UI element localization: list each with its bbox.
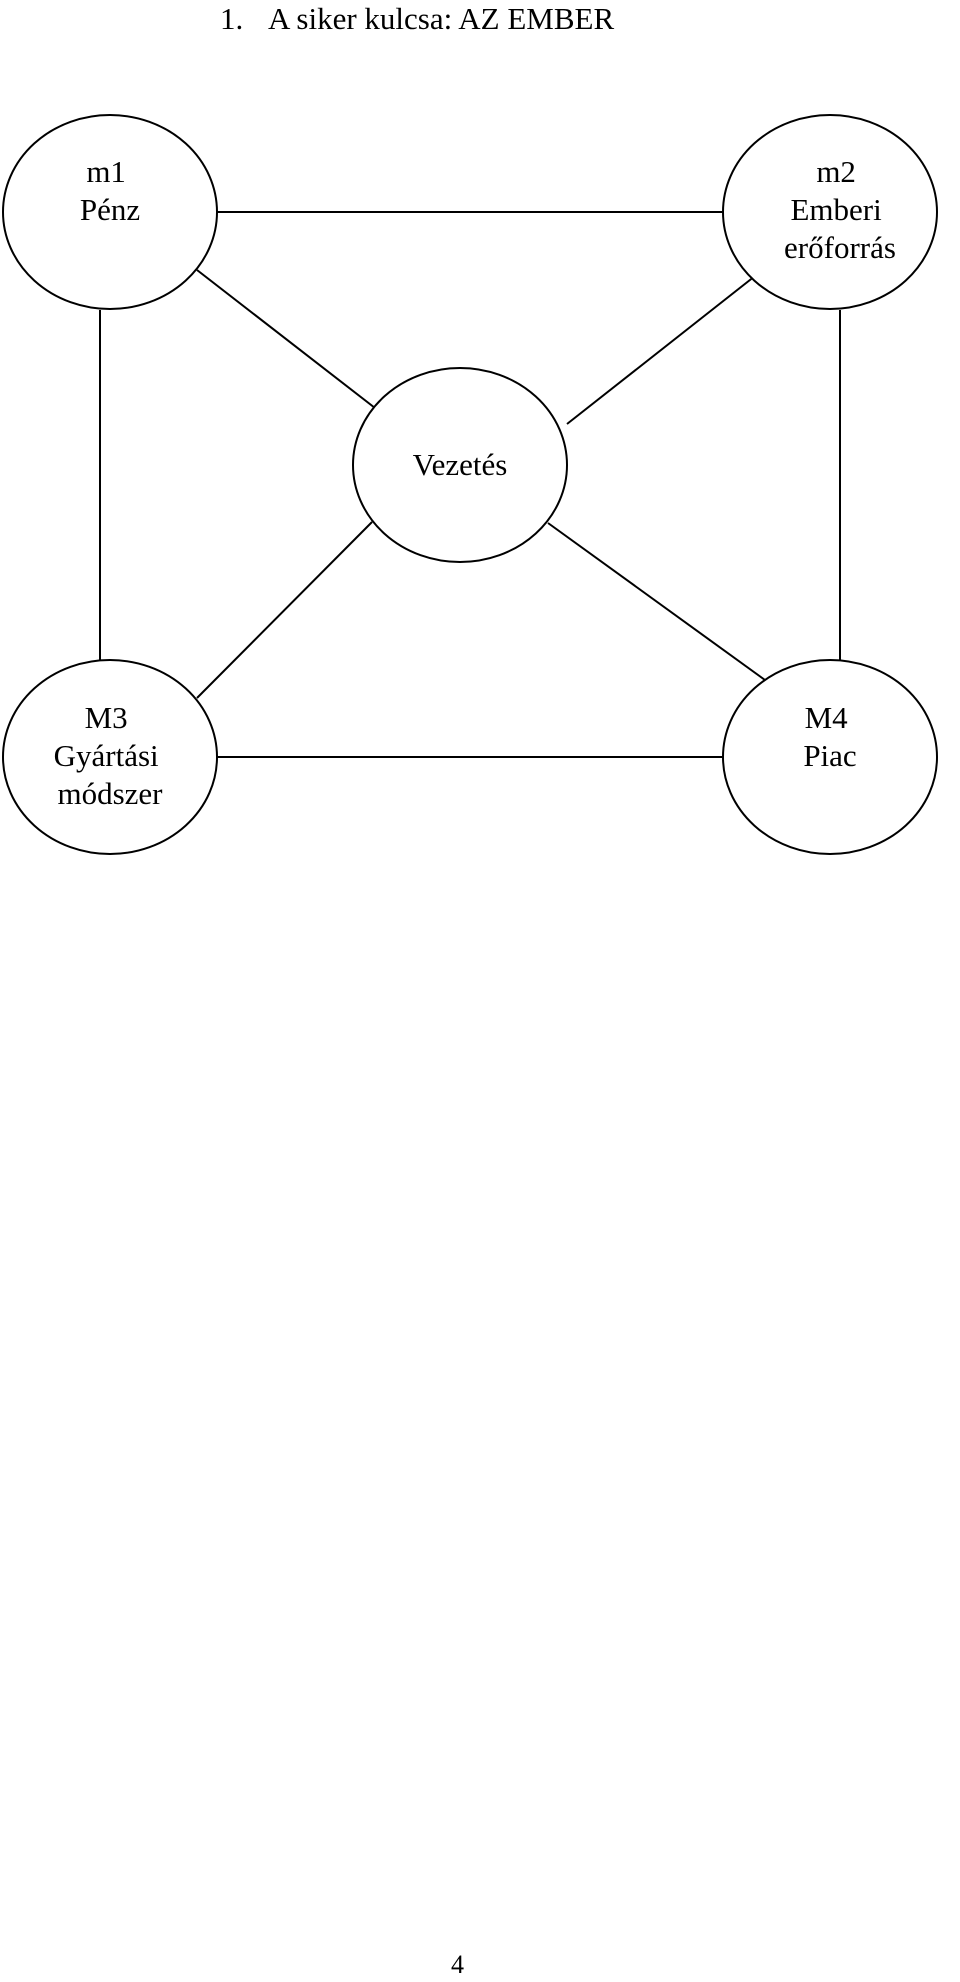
node-m3-code: M3 bbox=[85, 700, 128, 735]
svg-text:m1 Pénz: m1 Pénz bbox=[80, 154, 140, 227]
node-m4-circle bbox=[722, 659, 938, 855]
section-number: 1. bbox=[220, 1, 244, 36]
node-m1-circle bbox=[2, 114, 218, 310]
node-m2-label-line2: erőforrás bbox=[784, 230, 896, 265]
diagram-edges bbox=[99, 211, 841, 758]
node-center: Vezetés bbox=[352, 367, 568, 563]
node-m4: M4 Piac bbox=[722, 659, 938, 855]
node-m4-code: M4 bbox=[805, 700, 849, 735]
node-m3-circle bbox=[2, 659, 218, 855]
svg-text:M4 Piac: M4 Piac bbox=[803, 700, 856, 773]
node-m1-label: Pénz bbox=[80, 192, 140, 227]
page-number: 4 bbox=[451, 1950, 464, 1979]
node-m2-code: m2 bbox=[816, 154, 856, 189]
node-m2-label-line1: Emberi bbox=[791, 192, 883, 227]
edge-m1-center bbox=[196, 269, 376, 409]
edge-m4-center bbox=[547, 522, 766, 681]
node-center-circle bbox=[352, 367, 568, 563]
node-m1-code: m1 bbox=[86, 154, 126, 189]
svg-text:Vezetés: Vezetés bbox=[413, 447, 508, 482]
node-center-label: Vezetés bbox=[413, 447, 508, 482]
section-heading: 1. A siker kulcsa: AZ EMBER bbox=[220, 2, 614, 36]
svg-text:m2 Emberi erőforrá: m2 Emberi erőforrás bbox=[784, 154, 896, 265]
node-m2-circle bbox=[722, 114, 938, 310]
node-m3-label-line2: módszer bbox=[57, 776, 163, 811]
node-m2: m2 Emberi erőforrás bbox=[722, 114, 938, 310]
edge-m2-center bbox=[566, 275, 756, 425]
edge-m3-center bbox=[196, 521, 373, 699]
node-m3: M3 Gyártási módszer bbox=[2, 659, 218, 855]
node-m3-label-line1: Gyártási bbox=[54, 738, 159, 773]
network-diagram: m1 Pénz m2 Emberi erőforrás Vezetés M3 G… bbox=[2, 114, 938, 855]
section-title: A siker kulcsa: AZ EMBER bbox=[268, 1, 615, 36]
node-m1: m1 Pénz bbox=[2, 114, 218, 310]
svg-text:M3 Gyártási módsze: M3 Gyártási módszer bbox=[54, 700, 167, 811]
node-m4-label: Piac bbox=[803, 738, 856, 773]
